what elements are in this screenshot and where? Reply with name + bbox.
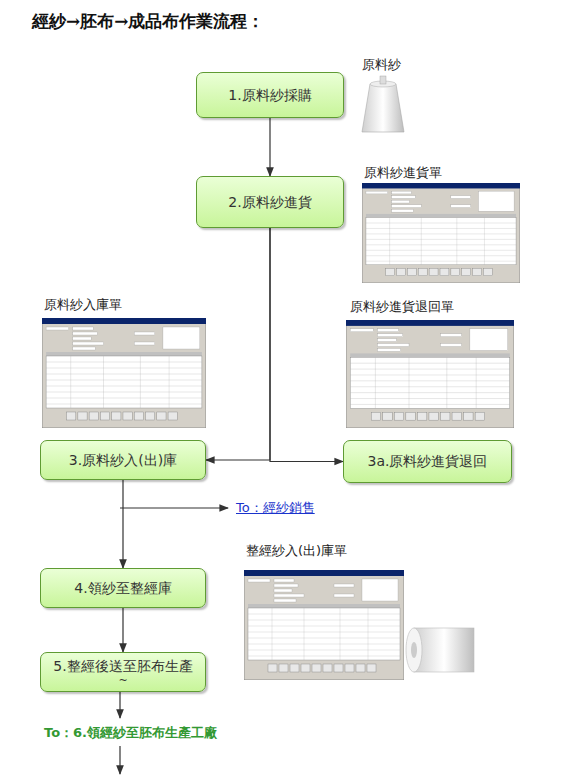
box-note: ~ xyxy=(118,675,127,686)
purchase-return-form xyxy=(346,320,514,428)
annotation-label: 原料紗進貨單 xyxy=(364,164,442,182)
process-box: 2.原料紗進貨 xyxy=(196,176,344,228)
process-box: 1.原料紗採購 xyxy=(196,72,344,118)
flow-connector xyxy=(122,608,123,652)
annotation-label: 原料紗 xyxy=(362,56,401,74)
annotation-label: 原料紗入庫單 xyxy=(44,296,122,314)
box-label: 2.原料紗進貨 xyxy=(228,194,311,211)
stock-in-form xyxy=(42,318,206,428)
box-label: 4.領紗至整經庫 xyxy=(74,580,171,597)
annotation-label: 整經紗入(出)庫單 xyxy=(246,542,347,560)
branch-arrow xyxy=(120,507,228,508)
purchase-receipt-form xyxy=(362,183,520,283)
annotation-label: To：6.領經紗至胚布生產工廠 xyxy=(44,724,217,742)
process-box: 5.整經後送至胚布生產~ xyxy=(40,652,206,692)
warp-roll-photo xyxy=(406,628,474,672)
flow-arrow xyxy=(119,692,120,718)
annotation-label: 原料紗進貨退回單 xyxy=(350,298,454,316)
annotation-label: To：經紗銷售 xyxy=(236,499,315,517)
box-label: 3.原料紗入(出)庫 xyxy=(69,452,177,469)
box-label: 3a.原料紗進貨退回 xyxy=(368,453,488,470)
box-label: 1.原料紗採購 xyxy=(228,87,311,104)
flow-connector xyxy=(269,118,270,176)
yarn-cone-photo xyxy=(362,76,404,132)
flow-arrow xyxy=(119,746,120,774)
process-box: 3a.原料紗進貨退回 xyxy=(343,440,512,483)
flow-connector xyxy=(122,480,123,568)
box-label: 5.整經後送至胚布生產 xyxy=(53,658,192,675)
diagram-title: 經紗→胚布→成品布作業流程： xyxy=(32,10,265,33)
flow-connector xyxy=(206,228,270,460)
flow-connector xyxy=(270,228,343,462)
warp-stock-form xyxy=(244,570,404,680)
process-box: 3.原料紗入(出)庫 xyxy=(40,440,206,480)
process-box: 4.領紗至整經庫 xyxy=(40,568,206,608)
